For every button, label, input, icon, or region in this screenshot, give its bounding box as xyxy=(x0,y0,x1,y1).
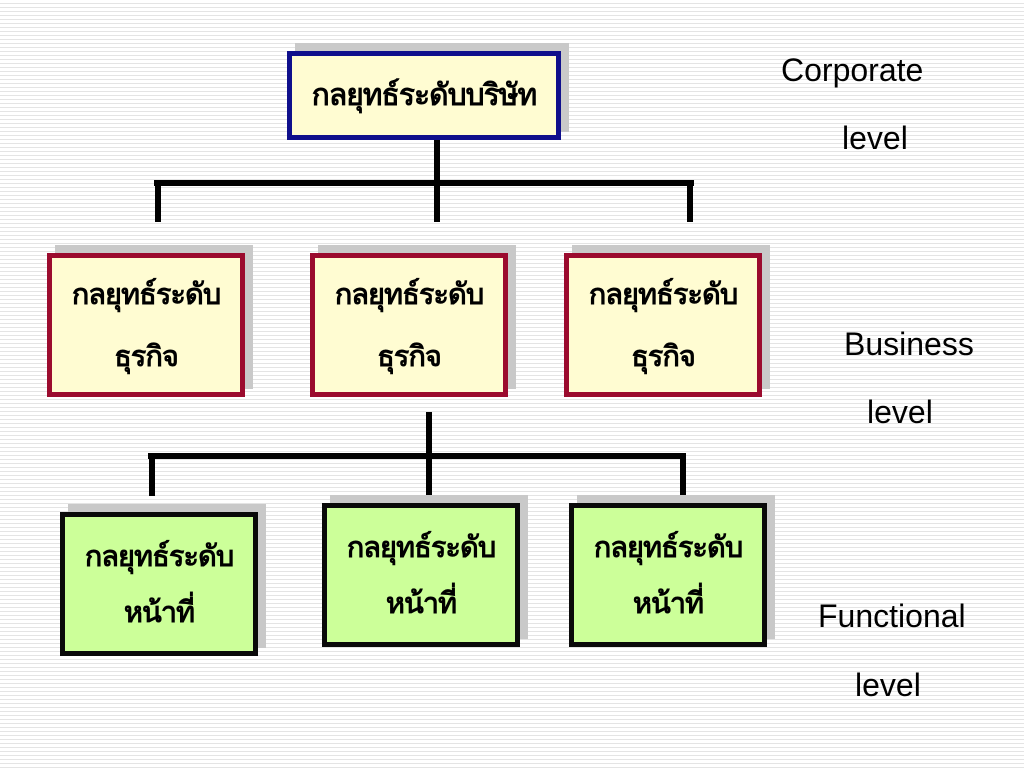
business-strategy-label-line2: ธุรกิจ xyxy=(377,339,442,373)
functional-level-label-line2: level xyxy=(855,667,921,703)
corporate-strategy-label: กลยุทธ์ระดับบริษัท xyxy=(311,78,538,113)
functional-strategy-label-line2: หน้าที่ xyxy=(632,586,704,620)
functional-strategy-box-3: กลยุทธ์ระดับ หน้าที่ xyxy=(569,503,767,647)
functional-strategy-label-line1: กลยุทธ์ระดับ xyxy=(593,530,744,564)
functional-strategy-label-line1: กลยุทธ์ระดับ xyxy=(346,530,497,564)
functional-strategy-box-1: กลยุทธ์ระดับ หน้าที่ xyxy=(60,512,258,656)
business-strategy-box-3: กลยุทธ์ระดับ ธุรกิจ xyxy=(564,253,762,397)
functional-level-label-line1: Functional xyxy=(818,598,966,634)
business-strategy-label-line1: กลยุทธ์ระดับ xyxy=(71,277,222,311)
functional-strategy-box-2: กลยุทธ์ระดับ หน้าที่ xyxy=(322,503,520,647)
business-strategy-label-line2: ธุรกิจ xyxy=(114,339,179,373)
business-level-label-line2: level xyxy=(867,394,933,430)
business-level-label-line1: Business xyxy=(844,326,974,362)
business-strategy-label-line1: กลยุทธ์ระดับ xyxy=(588,277,739,311)
business-strategy-label-line1: กลยุทธ์ระดับ xyxy=(334,277,485,311)
corporate-strategy-box: กลยุทธ์ระดับบริษัท xyxy=(287,51,561,140)
functional-strategy-label-line1: กลยุทธ์ระดับ xyxy=(84,539,235,573)
business-strategy-box-2: กลยุทธ์ระดับ ธุรกิจ xyxy=(310,253,508,397)
corporate-level-label-line2: level xyxy=(842,120,908,156)
business-strategy-box-1: กลยุทธ์ระดับ ธุรกิจ xyxy=(47,253,245,397)
functional-strategy-label-line2: หน้าที่ xyxy=(123,595,195,629)
functional-strategy-label-line2: หน้าที่ xyxy=(385,586,457,620)
business-strategy-label-line2: ธุรกิจ xyxy=(631,339,696,373)
corporate-level-label-line1: Corporate xyxy=(781,52,924,88)
